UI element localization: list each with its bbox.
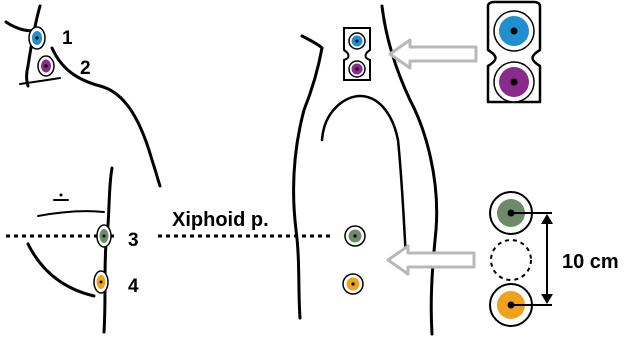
arm-line: [28, 244, 94, 296]
enlarged-electrode-pair: [488, 2, 540, 102]
dimension-arrow-down: [541, 294, 553, 304]
enlarged-electrode-placeholder: [491, 240, 531, 280]
jaw-outline: [6, 22, 34, 31]
torso-left-outline: [294, 48, 322, 318]
electrode-4-side: [94, 271, 108, 293]
electrode-4-back: [343, 274, 363, 294]
chest-side-view: [28, 168, 112, 332]
scapula-line: [322, 96, 398, 140]
electrode-2-side: [38, 56, 54, 76]
xiphoid-label: Xiphoid p.: [172, 209, 269, 231]
spine-right-line: [398, 140, 406, 260]
distance-label: 10 cm: [562, 251, 619, 273]
nipple-dot: [60, 194, 63, 197]
electrode-3-side: [97, 225, 111, 247]
arm-curve: [38, 211, 104, 216]
label-electrode-3: 3: [128, 230, 139, 251]
arrow-lower: [388, 246, 474, 274]
arrow-upper: [390, 40, 476, 68]
dimension-arrow-up: [541, 214, 553, 224]
upper-electrode-pair-back: [344, 28, 370, 80]
neck-back-line: [52, 48, 160, 186]
head-left-line: [302, 36, 322, 48]
chest-front-line: [104, 168, 112, 332]
label-electrode-1: 1: [62, 28, 73, 49]
electrode-1-side: [29, 27, 45, 49]
label-electrode-2: 2: [80, 58, 91, 79]
label-electrode-4: 4: [128, 276, 139, 297]
electrode-3-back: [345, 226, 365, 246]
